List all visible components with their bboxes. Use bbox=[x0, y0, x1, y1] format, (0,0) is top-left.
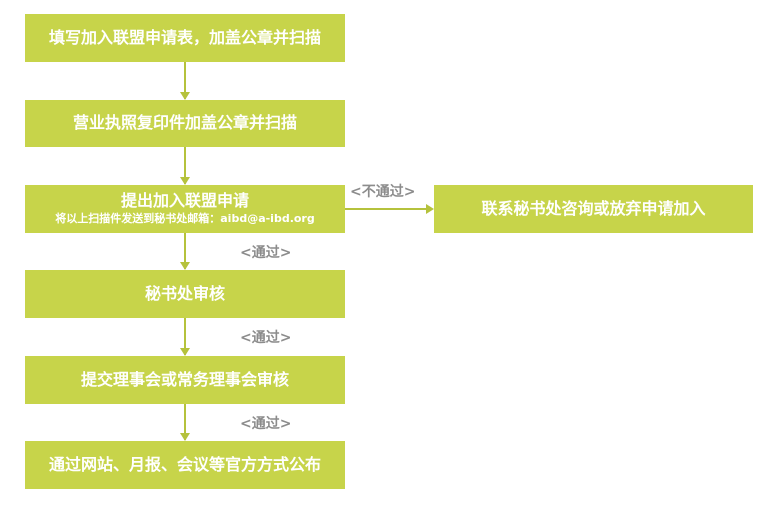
arrow-1-2 bbox=[180, 92, 190, 100]
step-3-sublabel: 将以上扫描件发送到秘书处邮箱：aibd@a-ibd.org bbox=[55, 211, 315, 225]
edge-label-pass-3: <通过> bbox=[240, 416, 292, 432]
connector-2-3 bbox=[184, 147, 186, 184]
connector-3-4 bbox=[184, 233, 186, 269]
step-2-label: 营业执照复印件加盖公章并扫描 bbox=[72, 113, 297, 133]
step-business-license: 营业执照复印件加盖公章并扫描 bbox=[25, 100, 345, 147]
side-step-contact-secretariat: 联系秘书处咨询或放弃申请加入 bbox=[434, 185, 753, 233]
side-step-label: 联系秘书处咨询或放弃申请加入 bbox=[481, 198, 706, 218]
arrow-4-5 bbox=[180, 348, 190, 356]
step-council-review: 提交理事会或常务理事会审核 bbox=[25, 356, 345, 404]
edge-label-reject: <不通过> bbox=[350, 184, 416, 200]
connector-1-2 bbox=[184, 62, 186, 99]
edge-label-pass-1: <通过> bbox=[240, 245, 292, 261]
step-secretariat-review: 秘书处审核 bbox=[25, 270, 345, 318]
step-submit-application: 提出加入联盟申请 将以上扫描件发送到秘书处邮箱：aibd@a-ibd.org bbox=[25, 185, 345, 233]
edge-label-pass-2: <通过> bbox=[240, 330, 292, 346]
connector-5-6 bbox=[184, 404, 186, 440]
arrow-2-3 bbox=[180, 177, 190, 185]
step-3-label: 提出加入联盟申请 bbox=[120, 191, 249, 211]
arrow-5-6 bbox=[180, 433, 190, 441]
step-1-label: 填写加入联盟申请表，加盖公章并扫描 bbox=[48, 27, 321, 47]
step-6-label: 通过网站、月报、会议等官方方式公布 bbox=[48, 454, 321, 474]
arrow-reject bbox=[426, 204, 434, 214]
arrow-3-4 bbox=[180, 262, 190, 270]
step-5-label: 提交理事会或常务理事会审核 bbox=[80, 369, 289, 389]
connector-reject bbox=[345, 208, 427, 210]
step-official-announcement: 通过网站、月报、会议等官方方式公布 bbox=[25, 441, 345, 489]
connector-4-5 bbox=[184, 318, 186, 355]
step-4-label: 秘书处审核 bbox=[144, 283, 225, 303]
step-fill-application: 填写加入联盟申请表，加盖公章并扫描 bbox=[25, 14, 345, 62]
